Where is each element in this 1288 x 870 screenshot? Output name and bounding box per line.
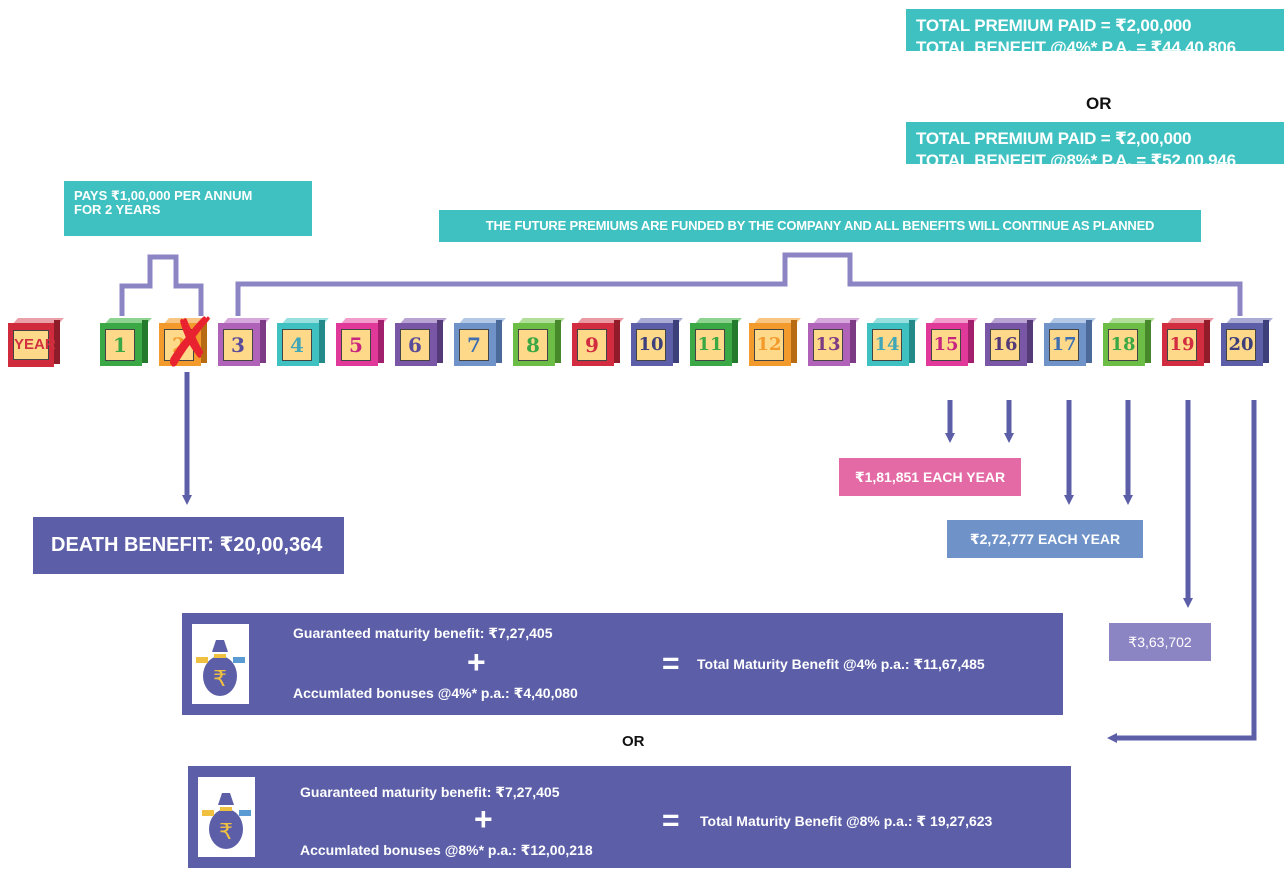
- year-number: 11: [695, 329, 725, 361]
- money-bag-icon: ₹: [198, 777, 255, 857]
- year-block-19: 19: [1162, 318, 1214, 366]
- money-bag-icon: ₹: [192, 624, 249, 704]
- year-block-16: 16: [985, 318, 1037, 366]
- year-number: 6: [400, 329, 430, 361]
- maturity-box-4pct: ₹ Guaranteed maturity benefit: ₹7,27,405…: [182, 613, 1063, 715]
- year-number: 4: [282, 329, 312, 361]
- year-block-20: 20: [1221, 318, 1273, 366]
- year-block-18: 18: [1103, 318, 1155, 366]
- bonuses-text: Accumlated bonuses @8%* p.a.: ₹12,00,218: [300, 842, 593, 858]
- year-number: 18: [1108, 329, 1138, 361]
- year-block-5: 5: [336, 318, 388, 366]
- payout-box-years-15-16: ₹1,81,851 EACH YEAR: [839, 458, 1021, 496]
- year-number: 12: [754, 329, 784, 361]
- year-block-15: 15: [926, 318, 978, 366]
- premium-paid-text: TOTAL PREMIUM PAID = ₹2,00,000: [916, 16, 1192, 35]
- total-maturity-text: Total Maturity Benefit @8% p.a.: ₹ 19,27…: [700, 813, 993, 829]
- premium-box-8pct: TOTAL PREMIUM PAID = ₹2,00,000 TOTAL BEN…: [906, 122, 1284, 170]
- total-benefit-text: TOTAL BENEFIT @4%* P.A. = ₹44,40,806: [916, 38, 1236, 57]
- guaranteed-benefit-text: Guaranteed maturity benefit: ₹7,27,405: [300, 784, 560, 800]
- pays-per-annum-box: PAYS ₹1,00,000 PER ANNUM FOR 2 YEARS: [64, 181, 312, 236]
- death-benefit-box: DEATH BENEFIT: ₹20,00,364: [33, 517, 344, 574]
- equals-icon: =: [662, 804, 680, 837]
- or-label-middle: OR: [622, 733, 645, 750]
- year-block-14: 14: [867, 318, 919, 366]
- year-block-4: 4: [277, 318, 329, 366]
- year-label-block: YEAR: [8, 318, 64, 368]
- year-block-3: 3: [218, 318, 270, 366]
- year-number: 20: [1226, 329, 1256, 361]
- maturity-box-8pct: ₹ Guaranteed maturity benefit: ₹7,27,405…: [188, 766, 1071, 868]
- year-block-12: 12: [749, 318, 801, 366]
- arrow-year-20: [1107, 400, 1257, 743]
- year-block-11: 11: [690, 318, 742, 366]
- cross-mark-icon: ✗: [162, 304, 219, 383]
- year-number: 14: [872, 329, 902, 361]
- bracket-years-3-20: [235, 252, 1243, 316]
- or-label-top: OR: [1086, 94, 1112, 113]
- year-number: 3: [223, 329, 253, 361]
- year-block-13: 13: [808, 318, 860, 366]
- svg-text:₹: ₹: [219, 820, 233, 845]
- year-block-6: 6: [395, 318, 447, 366]
- year-number: 8: [518, 329, 548, 361]
- payout-box-years-17-18: ₹2,72,777 EACH YEAR: [947, 520, 1143, 558]
- premium-box-4pct: TOTAL PREMIUM PAID = ₹2,00,000 TOTAL BEN…: [906, 9, 1284, 57]
- year-block-10: 10: [631, 318, 683, 366]
- year-block-7: 7: [454, 318, 506, 366]
- total-benefit-text: TOTAL BENEFIT @8%* P.A. = ₹52,00,946: [916, 151, 1236, 170]
- year-number: 16: [990, 329, 1020, 361]
- year-number: 13: [813, 329, 843, 361]
- year-block-17: 17: [1044, 318, 1096, 366]
- year-number: 7: [459, 329, 489, 361]
- year-number: 17: [1049, 329, 1079, 361]
- year-number: 15: [931, 329, 961, 361]
- pays-line-2: FOR 2 YEARS: [74, 202, 161, 217]
- year-number: 19: [1167, 329, 1197, 361]
- year-label: YEAR: [13, 330, 56, 360]
- year-block-1: 1: [100, 318, 152, 366]
- plus-icon: +: [467, 644, 486, 680]
- year-number: 1: [105, 329, 135, 361]
- year-block-2: 2: [159, 318, 211, 366]
- bracket-years-1-2: [119, 254, 204, 316]
- year-number: 10: [636, 329, 666, 361]
- plus-icon: +: [474, 801, 493, 837]
- payout-box-year-19: ₹3,63,702: [1109, 623, 1211, 661]
- equals-icon: =: [662, 647, 680, 680]
- year-block-8: 8: [513, 318, 565, 366]
- total-maturity-text: Total Maturity Benefit @4% p.a.: ₹11,67,…: [697, 656, 985, 672]
- year-number: 2: [164, 329, 194, 361]
- svg-text:₹: ₹: [213, 667, 227, 692]
- pays-line-1: PAYS ₹1,00,000 PER ANNUM: [74, 188, 253, 203]
- year-block-9: 9: [572, 318, 624, 366]
- future-premiums-box: THE FUTURE PREMIUMS ARE FUNDED BY THE CO…: [439, 210, 1201, 242]
- year-number: 5: [341, 329, 371, 361]
- bonuses-text: Accumlated bonuses @4%* p.a.: ₹4,40,080: [293, 685, 578, 701]
- guaranteed-benefit-text: Guaranteed maturity benefit: ₹7,27,405: [293, 625, 553, 641]
- premium-paid-text: TOTAL PREMIUM PAID = ₹2,00,000: [916, 129, 1192, 148]
- year-number: 9: [577, 329, 607, 361]
